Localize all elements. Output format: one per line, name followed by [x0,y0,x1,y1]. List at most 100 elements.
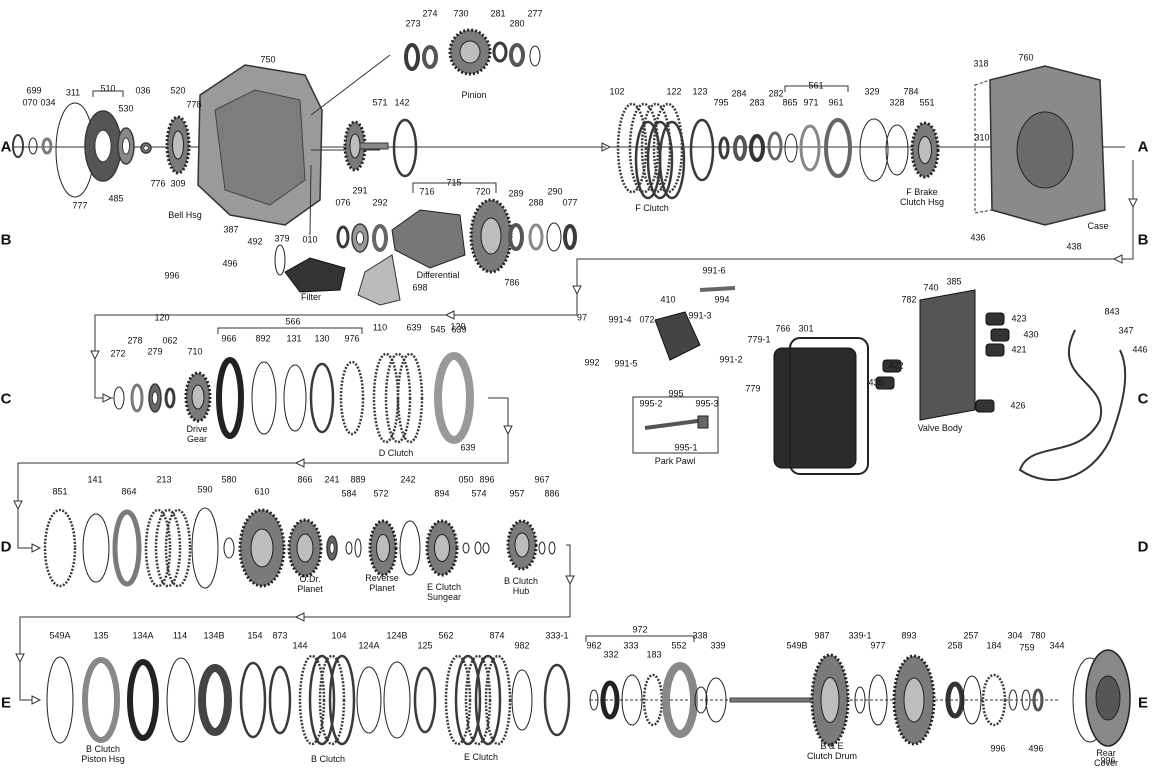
part-label-257: 257 [963,630,979,641]
bracket-715 [412,182,497,193]
part-label-782: 782 [901,294,917,305]
part-label-050: 050 [458,474,474,485]
solenoid [975,399,995,413]
e-clutch-plate [454,654,482,746]
part-label-258: 258 [947,640,963,651]
flow-arrow [102,393,113,403]
part-label-280: 280 [509,18,525,29]
part-label-124a: 124A [358,640,380,651]
ring-893 [1008,689,1018,711]
row-label-e-left: E [0,694,12,712]
ring-258 [1021,689,1031,711]
flow-arrow [1112,254,1123,264]
bracket-510 [92,90,124,97]
caption-park-pawl: Park Pawl [654,456,696,466]
part-bore [329,542,335,554]
part-label-851: 851 [52,486,68,497]
snap-ring-896 [46,656,74,744]
e-clutch-plate [474,654,502,746]
part-label-410: 410 [660,294,676,305]
plate-120-stack [164,508,192,588]
gear-hub [296,533,314,563]
gear-hub [349,133,361,159]
caption-drive-gear: Drive Gear [186,424,208,444]
part-label-496-secondary: 496 [1028,743,1044,754]
gear-hub [250,528,274,568]
part-label-114: 114 [172,630,188,641]
ring-130 [309,362,335,434]
part-label-304: 304 [1007,630,1023,641]
part-label-991-6: 991-6 [702,265,726,276]
flow-arrow [503,425,513,436]
part-label-991-3: 991-3 [688,310,712,321]
caption-e-clutch-sungear: E Clutch Sungear [426,582,462,602]
gear-hub [918,136,932,164]
part-label-124b: 124B [386,630,408,641]
plate-120-stack [154,508,182,588]
part-label-779: 779 [745,383,761,394]
gasket-301 [789,337,869,475]
part-label-279: 279 [147,346,163,357]
b-clutch-plate [328,654,356,746]
part-label-795: 795 [713,97,729,108]
part-label-720: 720 [475,186,491,197]
part-label-552: 552 [671,640,687,651]
e-clutch-plate [484,654,512,746]
part-label-289: 289 [508,188,524,199]
flow-arrow [294,458,305,468]
part-label-996-secondary: 996 [1100,755,1116,766]
part-label-134a: 134A [132,630,154,641]
flow-line-b-to-c [94,160,1134,399]
part-label-610: 610 [254,486,270,497]
callout-line-pinion [310,54,391,116]
ring-976 [339,360,365,436]
ring-062 [164,387,176,409]
part-label-574: 574 [471,488,487,499]
callout-line-filter [309,164,312,236]
part-label-972: 972 [632,624,648,635]
row-label-a-right: A [1137,138,1149,156]
rear-cover-center [1095,675,1121,721]
part-label-991-2: 991-2 [719,354,743,365]
part-label-760: 760 [1018,52,1034,63]
part-label-639-secondary: 639 [451,324,467,335]
d-clutch-plate [396,352,424,444]
part-label-130: 130 [314,333,330,344]
part-label-310: 310 [974,132,990,143]
flow-arrow [444,310,455,320]
part-label-991-4: 991-4 [608,314,632,325]
part-label-957: 957 [509,488,525,499]
part-label-766: 766 [775,323,791,334]
part-label-996-secondary: 996 [990,743,1006,754]
clutch-plate-122 [646,120,674,200]
bearing-273 [404,43,420,71]
race-288 [528,223,544,251]
part-bore [94,129,112,163]
caption-d-clutch: D Clutch [378,448,414,458]
part-label-288: 288 [528,197,544,208]
part-label-580: 580 [221,474,237,485]
part-label-777: 777 [72,200,88,211]
ring-257 [1032,688,1044,712]
part-label-184: 184 [986,640,1002,651]
bearing-283 [749,134,765,162]
part-label-301: 301 [798,323,814,334]
clutch-plate-102 [640,102,672,194]
ring-277 [529,45,541,67]
park-pawl-995-3 [697,415,709,429]
part-label-730: 730 [453,8,469,19]
part-label-759: 759 [1019,642,1035,653]
caption-rear-cover: Rear Cover [1093,748,1119,768]
part-label-698: 698 [412,282,428,293]
caption-be-drum: B & E Clutch Drum [806,741,858,761]
solenoid [882,359,902,373]
ring-894 [474,541,482,555]
part-label-421: 421 [1011,344,1027,355]
drum-545 [434,352,474,444]
part-label-699: 699 [26,85,42,96]
part-label-778: 778 [186,99,202,110]
caption-pinion: Pinion [461,90,487,100]
ring-851 [82,513,110,583]
differential-case-716 [391,209,466,269]
clutch-plate-122 [658,120,686,200]
